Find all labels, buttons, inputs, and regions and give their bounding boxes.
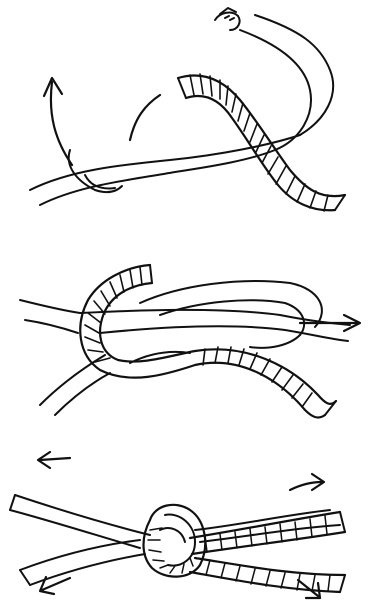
step-3-panel [0, 430, 370, 605]
hatched-rope-1 [178, 74, 345, 211]
knot [144, 505, 206, 577]
step-2-drawing [0, 215, 370, 430]
hatched-rope-2 [80, 265, 336, 417]
plain-rope-1 [30, 8, 333, 205]
step-1-drawing [0, 0, 370, 215]
step-1-panel [0, 0, 370, 215]
hatched-rope-3 [190, 512, 345, 592]
arrow-right-icon [300, 315, 360, 331]
plain-rope-2 [20, 281, 350, 415]
step-2-panel [0, 215, 370, 430]
curved-arrow-up-icon [44, 78, 160, 165]
step-3-drawing [0, 430, 370, 605]
arrow-left-up-icon [38, 452, 70, 468]
arrow-right-up-icon [290, 474, 324, 490]
